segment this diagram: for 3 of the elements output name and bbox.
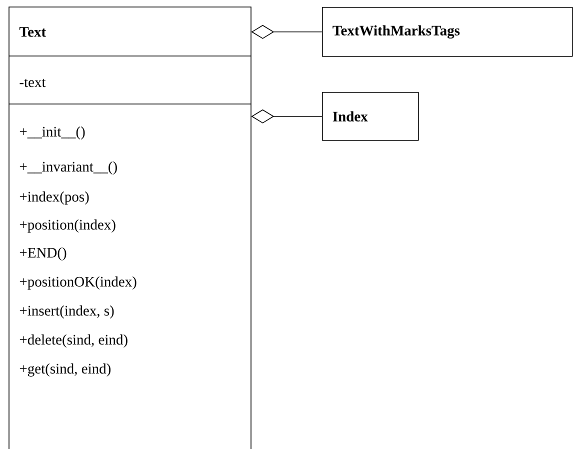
class-box: TextWithMarksTags [322, 6, 573, 57]
class-box: Index [322, 92, 419, 141]
class-box: Text -text +__init__() +__invariant__() +index(pos) +position(index) +END() +positionOK(index) +insert(index, s) +delete(sind, eind) +get(sind, eind) [8, 6, 252, 449]
